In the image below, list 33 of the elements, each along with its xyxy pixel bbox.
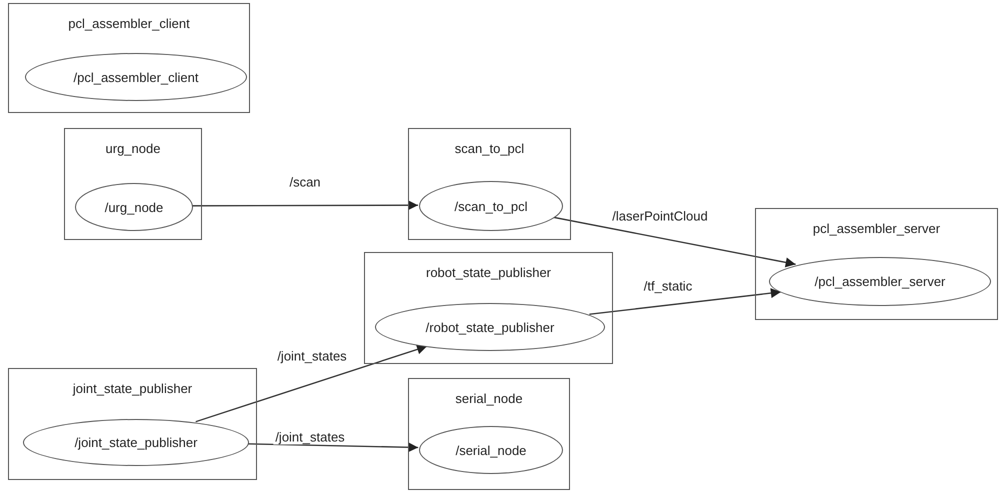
node-group-box [8,3,250,113]
arrow [196,344,428,422]
arrow [552,216,796,268]
node-name: /pcl_assembler_client [73,70,198,84]
node-group-box [364,252,613,364]
node-name: /joint_state_publisher [74,435,198,450]
node-name: /pcl_assembler_server [814,274,946,289]
edge-label: /laserPointCloud [610,208,710,224]
node-group-box [408,378,570,490]
edge-label: /scan [287,174,323,190]
edge-label: /joint_states [275,348,349,364]
group-title: pcl_assembler_client [68,16,190,31]
edge-label: /joint_states [273,430,347,444]
group-title: serial_node [455,391,523,406]
node-name: /robot_state_publisher [426,320,554,334]
node-ellipse [769,257,991,306]
node-name: /urg_node [104,200,164,214]
group-title: urg_node [106,141,160,156]
node-name: /serial_node [456,442,526,458]
node-group-box [64,128,202,240]
arrow [247,442,418,452]
arrow [192,200,418,210]
node-group-box [408,128,571,240]
group-title: joint_state_publisher [72,381,192,396]
group-title: pcl_assembler_server [812,221,940,236]
group-title: robot_state_publisher [426,265,552,280]
node-ellipse [25,53,247,101]
node-group-box [755,208,998,320]
group-title: scan_to_pcl [454,141,524,156]
arrow [589,288,781,315]
edge-label: /tf_static [642,278,694,294]
node-name: /scan_to_pcl [454,198,528,214]
node-group-box [8,368,257,480]
